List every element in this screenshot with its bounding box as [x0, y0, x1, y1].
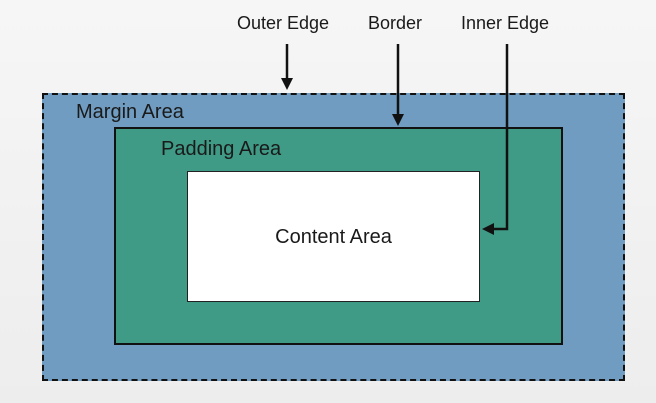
content-area-box: Content Area: [187, 171, 480, 302]
margin-area-label: Margin Area: [76, 101, 184, 123]
content-area-label: Content Area: [275, 225, 392, 248]
border-label: Border: [368, 13, 423, 33]
padding-area-label: Padding Area: [161, 138, 282, 160]
inner-edge-label: Inner Edge: [461, 13, 550, 33]
outer-edge-arrow-head: [281, 78, 293, 90]
outer-edge-label: Outer Edge: [237, 13, 330, 33]
